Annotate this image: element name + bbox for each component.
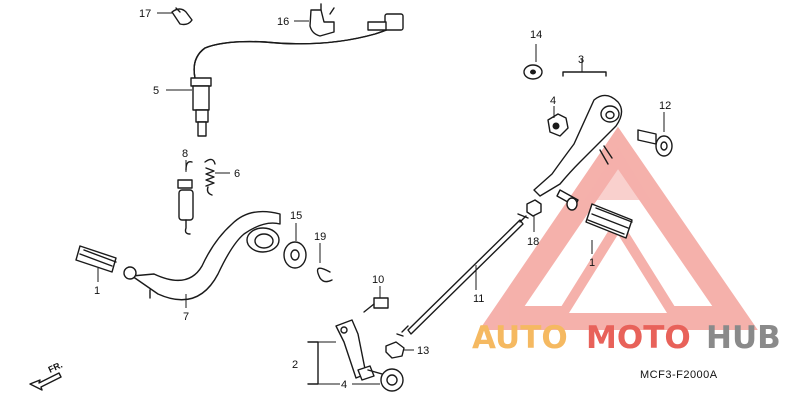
callout-10: 10 [372, 274, 384, 286]
callout-4-upper: 4 [550, 95, 556, 107]
part-11-shift-rod [396, 213, 529, 337]
callout-18: 18 [527, 236, 539, 248]
part-16-clamp [294, 3, 335, 37]
callout-19: 19 [314, 231, 326, 243]
part-4-joint-lower [352, 368, 404, 392]
watermark-logo [479, 126, 758, 330]
part-6-spring [204, 158, 230, 196]
callout-8: 8 [182, 148, 188, 160]
callout-15: 15 [290, 210, 302, 222]
part-4-joint-upper [547, 106, 569, 137]
callout-4-lower: 4 [341, 379, 347, 391]
callout-labels: 17 16 14 3 5 4 12 8 6 15 19 18 1 1 10 11… [94, 8, 671, 391]
callout-14: 14 [530, 29, 542, 41]
part-15-washer [283, 223, 307, 269]
callout-13: 13 [417, 345, 429, 357]
part-3-gearshift-pedal [533, 58, 623, 207]
part-18-nut [526, 199, 542, 232]
part-13-nut [385, 341, 414, 359]
watermark-part-b: MOTO [586, 320, 691, 356]
callout-16: 16 [277, 16, 289, 28]
callout-17: 17 [139, 8, 151, 20]
callout-2: 2 [292, 359, 298, 371]
part-12-pivot-bolt [637, 112, 673, 157]
part-5-stop-switch [166, 13, 404, 137]
part-14-washer [523, 44, 543, 80]
watermark-part-c: HUB [706, 320, 781, 356]
watermark-text: AUTO MOTO HUB [472, 320, 781, 356]
direction-label: FR. [47, 360, 64, 375]
part-17-clip [157, 7, 193, 26]
part-7-brake-pedal [131, 210, 281, 308]
part-19-circlip [316, 243, 333, 283]
callout-6: 6 [234, 168, 240, 180]
part-1-pedal-rubber-left [75, 245, 137, 282]
part-1-pedal-rubber-right [566, 197, 633, 254]
part-8-spring [177, 160, 194, 235]
diagram-code: MCF3-F2000A [640, 369, 718, 381]
callout-3: 3 [578, 54, 584, 66]
callout-7: 7 [183, 311, 189, 323]
callout-1-left: 1 [94, 285, 100, 297]
part-2-shift-arm [307, 319, 375, 385]
front-direction-arrow: FR. [29, 360, 64, 391]
callout-11: 11 [473, 293, 484, 305]
callout-12: 12 [659, 100, 671, 112]
callout-1-right: 1 [589, 257, 595, 269]
callout-5: 5 [153, 85, 159, 97]
part-10-bolt [363, 286, 389, 313]
watermark-part-a: AUTO [472, 320, 568, 356]
